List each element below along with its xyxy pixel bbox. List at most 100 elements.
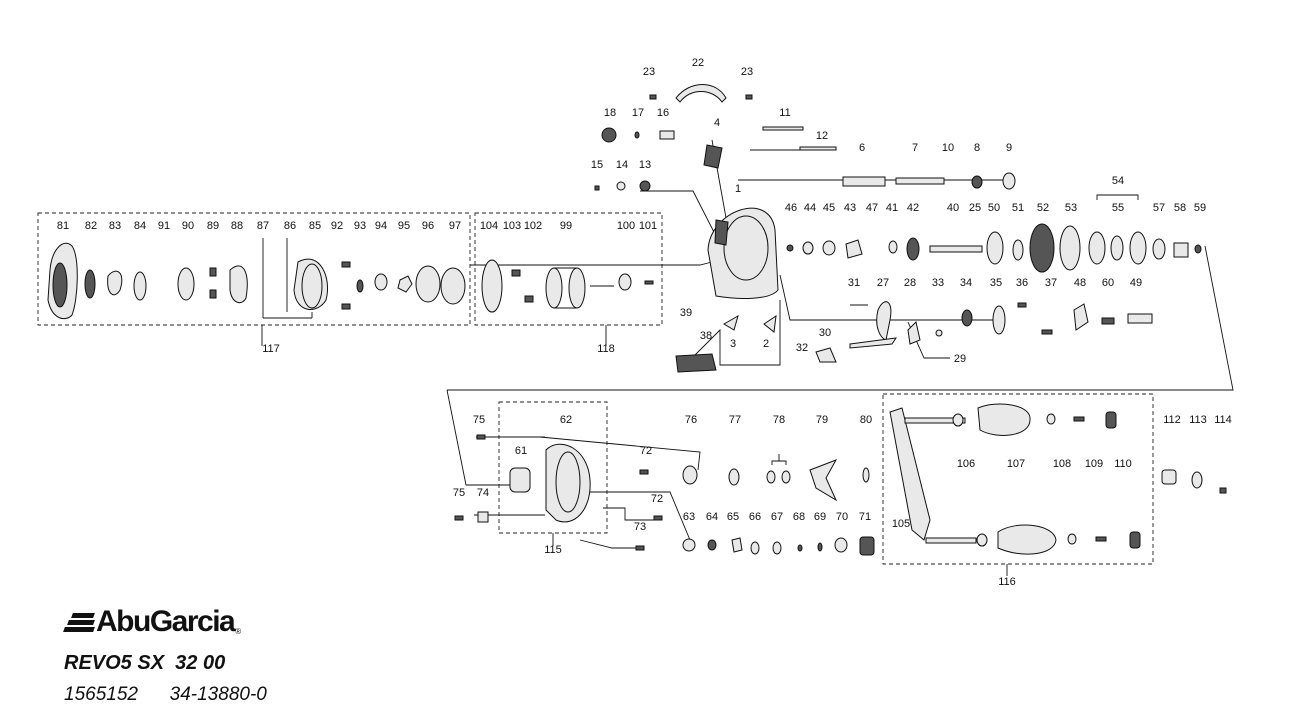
part-label-29: 29 [954,353,966,365]
disc-104 [481,259,503,313]
part-label-25: 25 [969,202,981,214]
screw-73 [635,545,645,551]
part-label-57: 57 [1153,202,1165,214]
spring-89 [209,267,217,277]
part-label-14: 14 [616,159,628,171]
group-box-116 [882,393,1154,565]
part-label-12: 12 [816,130,828,142]
cap-110b [1129,531,1141,549]
abu-garcia-logo: AbuGarcia ® [63,604,241,640]
pin-103 [511,269,521,277]
part-label-13: 13 [639,159,651,171]
part-label-15: 15 [591,159,603,171]
screw-72b [653,515,663,521]
knob-13 [639,180,651,192]
bearing-100 [618,273,632,291]
lever-43 [845,239,863,259]
part-label-16: 16 [657,107,669,119]
part-label-39: 39 [680,307,692,319]
screw-109b [1095,536,1107,542]
part-label-117: 117 [262,343,280,355]
part-label-8: 8 [974,142,980,154]
part-label-23: 23 [643,66,655,78]
part-label-100: 100 [617,220,635,232]
ring-57 [1152,238,1166,260]
ring-59 [1194,244,1202,254]
disc-35 [992,305,1006,335]
part-label-48: 48 [1074,277,1086,289]
tube-6 [842,176,886,187]
ring-96 [415,265,441,303]
part-label-49: 49 [1130,277,1142,289]
cover-38 [675,353,717,373]
disc-55 [1110,235,1124,261]
part-codes: 1565152 34-13880-0 [64,684,267,706]
bearing-58 [1173,242,1189,258]
part-label-3: 3 [730,338,736,350]
washer-70 [834,537,848,553]
cover-port-81 [52,262,68,308]
gear-9 [1002,172,1016,190]
spool-99-right [568,267,586,309]
part-label-11: 11 [779,107,790,119]
part-label-23: 23 [741,66,753,78]
bracket-78 [771,460,787,465]
screw-92b [341,303,351,310]
part-label-7: 7 [912,142,918,154]
disc-76 [682,465,698,485]
part-label-34: 34 [960,277,972,289]
knob-107 [977,403,1031,436]
part-label-67: 67 [771,511,783,523]
hub-85 [301,263,323,309]
part-label-37: 37 [1045,277,1057,289]
part-label-43: 43 [844,202,856,214]
clip-83 [107,270,123,296]
part-label-103: 103 [503,220,521,232]
washer-14 [616,181,626,191]
brand-name: AbuGarcia [96,605,236,638]
part-label-9: 9 [1006,142,1012,154]
spring-28 [907,321,921,345]
part-label-104: 104 [480,220,498,232]
washer-80 [862,467,870,483]
gear-50 [986,231,1004,265]
bearing-82 [84,269,96,299]
washer-17 [634,131,640,139]
screw-36 [1017,302,1027,308]
gear-61 [509,467,531,493]
part-label-109: 109 [1085,458,1103,470]
bushing-8 [971,175,983,189]
part-label-62: 62 [560,414,572,426]
screw-75 [476,434,486,440]
part-label-92: 92 [331,220,343,232]
part-label-35: 35 [990,277,1002,289]
part-label-90: 90 [182,220,194,232]
frame-opening-1 [723,215,769,281]
part-label-44: 44 [804,202,816,214]
bracket-54 [1096,194,1139,200]
washer-93 [356,279,364,293]
part-label-68: 68 [793,511,805,523]
connector-line [603,507,655,521]
shaft-12 [799,146,837,151]
gear-90 [177,267,195,301]
part-label-70: 70 [836,511,848,523]
side-plate-62-inner [555,451,581,513]
diagram-geometry [37,84,1234,576]
connector-line [470,261,713,266]
washer-66 [750,541,760,555]
pin-102 [524,295,534,303]
part-label-59: 59 [1194,202,1206,214]
handle-arm-105 [889,407,931,541]
model-name: REVO5 SX 32 00 [64,652,226,674]
screw-23b [745,94,753,100]
washer-63 [682,538,696,552]
screw-92 [341,261,351,268]
part-label-58: 58 [1174,202,1186,214]
part-label-53: 53 [1065,202,1077,214]
part-label-38: 38 [700,330,712,342]
part-label-96: 96 [422,220,434,232]
washer-108b [1067,533,1077,545]
part-label-113: 113 [1189,414,1207,426]
disc-54a [1088,231,1106,265]
